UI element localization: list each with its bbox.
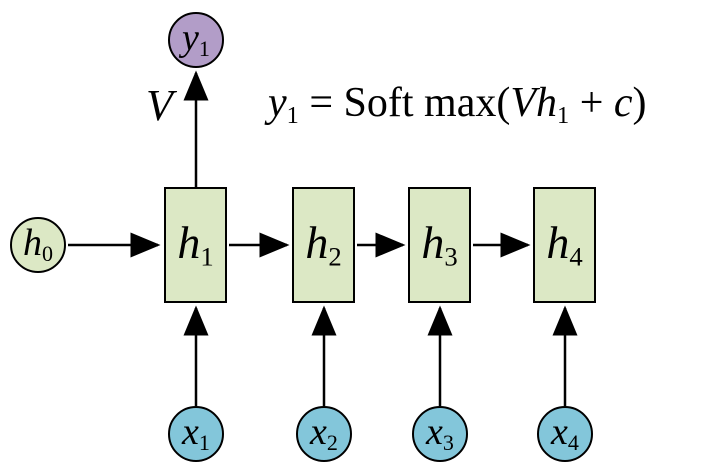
node-y1: y1 bbox=[168, 12, 224, 68]
node-h0-label: h0 bbox=[22, 222, 53, 267]
node-h0: h0 bbox=[10, 217, 66, 273]
formula: y1 = Soft max(Vh1 + c) bbox=[268, 80, 647, 129]
node-x1-label: x1 bbox=[182, 411, 210, 456]
node-h2: h2 bbox=[292, 187, 355, 303]
node-x2: x2 bbox=[296, 406, 352, 462]
node-h1-label: h1 bbox=[177, 216, 214, 272]
node-y1-label: y1 bbox=[182, 17, 210, 62]
node-h3-label: h3 bbox=[421, 216, 458, 272]
node-h4: h4 bbox=[533, 187, 596, 303]
node-h1: h1 bbox=[164, 187, 227, 303]
node-x2-label: x2 bbox=[310, 411, 338, 456]
node-h4-label: h4 bbox=[546, 216, 583, 272]
node-x4-label: x4 bbox=[551, 411, 579, 456]
node-x3: x3 bbox=[412, 406, 468, 462]
node-x3-label: x3 bbox=[426, 411, 454, 456]
node-x1: x1 bbox=[168, 406, 224, 462]
node-h2-label: h2 bbox=[305, 216, 342, 272]
node-x4: x4 bbox=[537, 406, 593, 462]
node-h3: h3 bbox=[408, 187, 471, 303]
weight-label-v: V bbox=[146, 81, 173, 130]
